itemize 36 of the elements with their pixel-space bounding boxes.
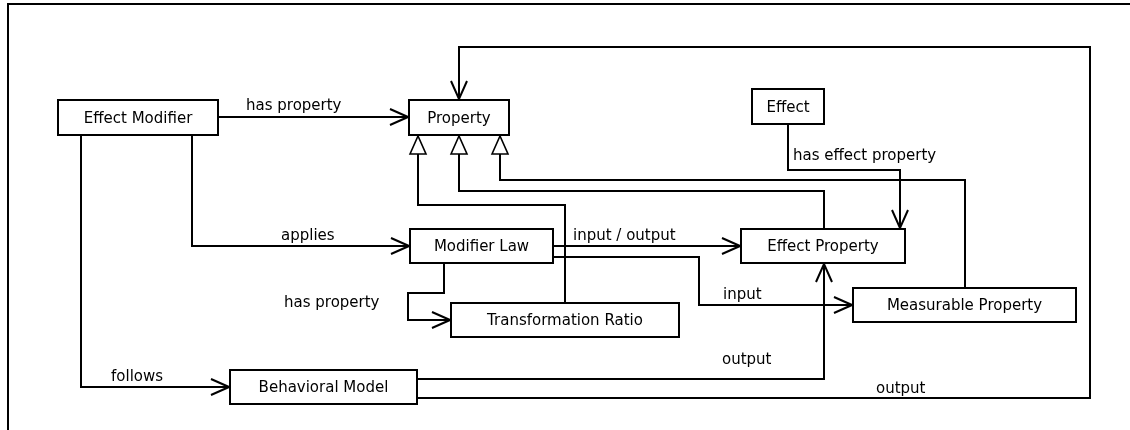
generalization-arrow [491,135,966,288]
arrow [218,108,409,126]
class-box [57,99,219,136]
class-name: Measurable Property [886,296,1043,314]
class-box [852,287,1077,323]
class-box [740,228,906,264]
arrow [417,46,1091,399]
arrow [553,256,853,314]
arrow [417,263,833,380]
class-box [229,369,418,405]
class-box [408,99,510,136]
class-name: Behavioral Model [258,378,389,396]
class-name: Modifier Law [433,237,530,255]
class-name: Effect [766,97,810,116]
edge-label: output [721,350,773,368]
class-name: Effect Property [767,237,879,255]
class-name: Property [427,108,491,127]
edge-label: has property [283,293,381,311]
edge-label: input [722,285,763,303]
class-box [751,88,825,125]
arrow [553,237,741,255]
class-name: Effect Modifier [83,108,193,127]
class-box [450,302,680,338]
edge-label: has effect property [792,146,938,164]
arrow [407,263,451,329]
generalization-arrow [409,135,566,303]
arrow [191,135,410,255]
arrow [80,135,230,396]
edge-label: input / output [572,226,677,244]
edge-label: has property [245,96,343,114]
arrow [787,124,909,229]
generalization-arrow [450,135,825,229]
class-box [409,228,554,264]
edge-label: applies [280,226,336,244]
edge-label: output [875,379,927,397]
class-name: Transformation Ratio [487,311,643,329]
